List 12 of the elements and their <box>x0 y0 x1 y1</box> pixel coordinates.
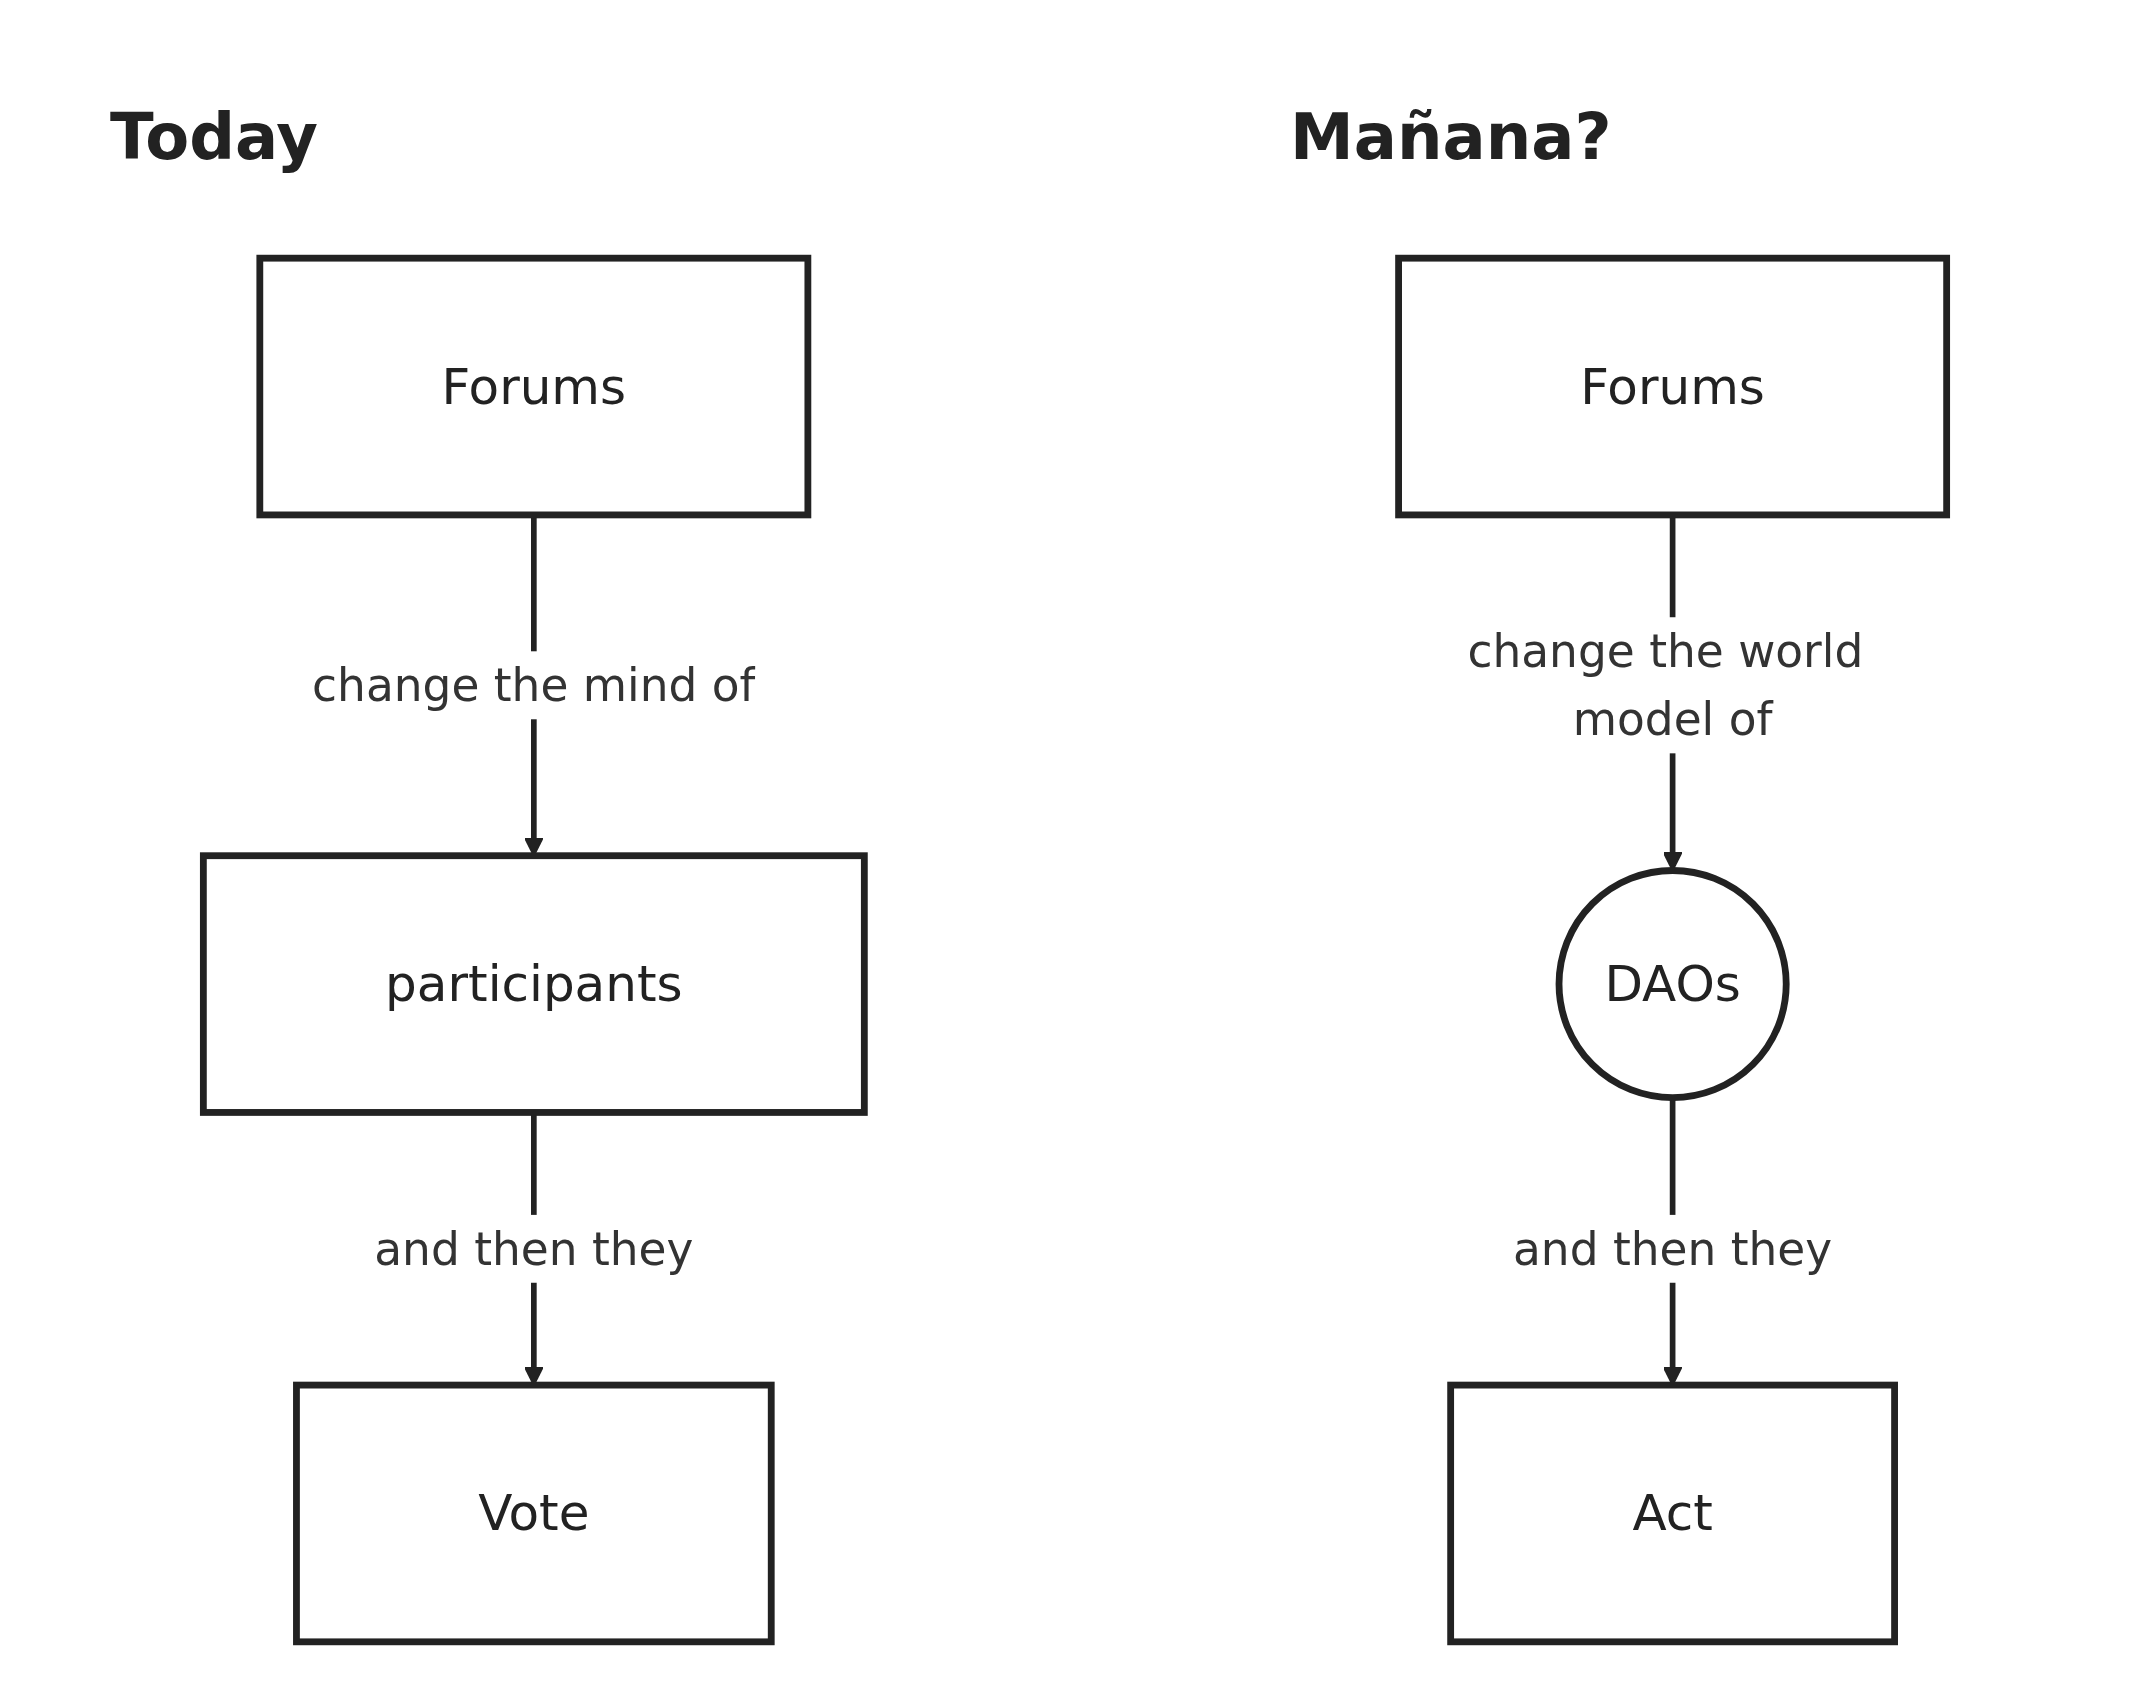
node-circle: DAOs <box>1555 867 1790 1102</box>
node-box: Forums <box>256 254 812 519</box>
node-box: participants <box>199 852 868 1116</box>
edge-label: change the mind of <box>312 658 756 713</box>
node-box: Vote <box>293 1381 775 1646</box>
edge-label: change the world model of <box>1467 623 1864 747</box>
node-box: Act <box>1447 1381 1898 1646</box>
edge-label: and then they <box>1513 1221 1833 1277</box>
node-box: Forums <box>1395 254 1951 519</box>
edge-label: and then they <box>374 1221 694 1277</box>
column-heading: Mañana? <box>1290 100 1612 174</box>
column-heading: Today <box>110 100 318 174</box>
